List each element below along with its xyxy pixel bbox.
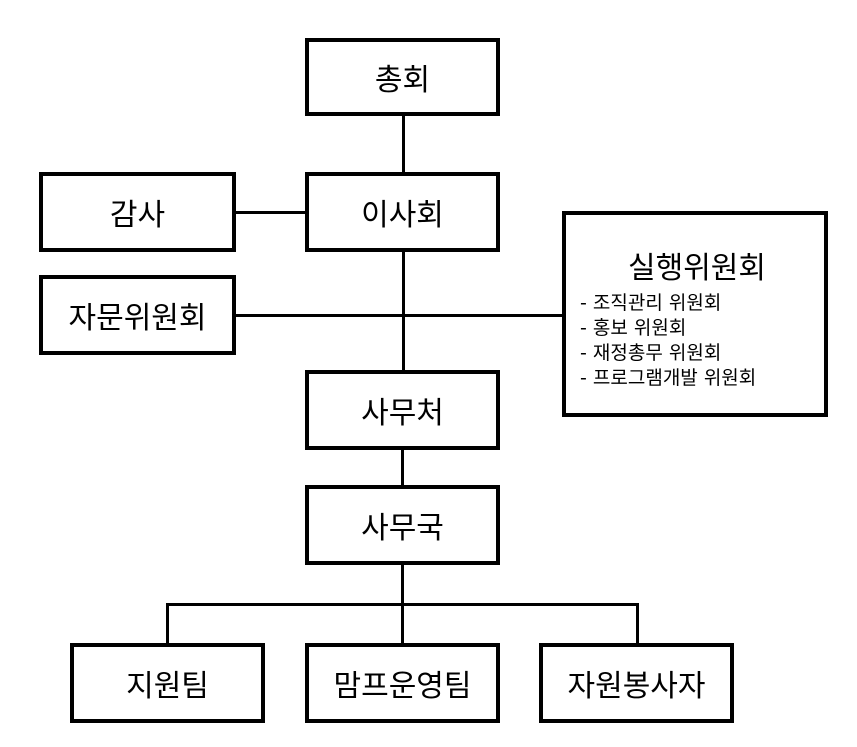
connector-advisory-executive xyxy=(234,314,564,317)
connector-assembly-board xyxy=(402,114,405,174)
executive-committee-list: 조직관리 위원회 홍보 위원회 재정총무 위원회 프로그램개발 위원회 xyxy=(580,291,824,391)
connector-audit-board xyxy=(234,211,306,214)
connector-office-down xyxy=(401,564,404,606)
executive-committee-title: 실행위원회 xyxy=(628,251,766,286)
board-box: 이사회 xyxy=(305,172,500,252)
connector-board-secretariat xyxy=(402,250,405,372)
volunteers-box: 자원봉사자 xyxy=(539,643,734,723)
mamp-operation-team-box: 맘프운영팀 xyxy=(305,643,500,723)
support-team-box: 지원팀 xyxy=(70,643,265,723)
general-assembly-box: 총회 xyxy=(305,38,500,116)
office-box: 사무국 xyxy=(305,485,500,565)
exec-item-publicity: 홍보 위원회 xyxy=(580,316,824,341)
exec-item-finance: 재정총무 위원회 xyxy=(580,341,824,366)
connector-to-volunteers xyxy=(636,603,639,645)
executive-committee-box: 실행위원회 조직관리 위원회 홍보 위원회 재정총무 위원회 프로그램개발 위원… xyxy=(562,211,828,417)
advisory-committee-box: 자문위원회 xyxy=(39,275,236,355)
connector-to-support-team xyxy=(166,603,169,645)
secretariat-box: 사무처 xyxy=(305,370,500,450)
exec-item-program: 프로그램개발 위원회 xyxy=(580,366,824,391)
audit-box: 감사 xyxy=(39,172,236,252)
connector-to-mamp-team xyxy=(401,603,404,645)
exec-item-organization: 조직관리 위원회 xyxy=(580,291,824,316)
connector-secretariat-office xyxy=(401,449,404,487)
